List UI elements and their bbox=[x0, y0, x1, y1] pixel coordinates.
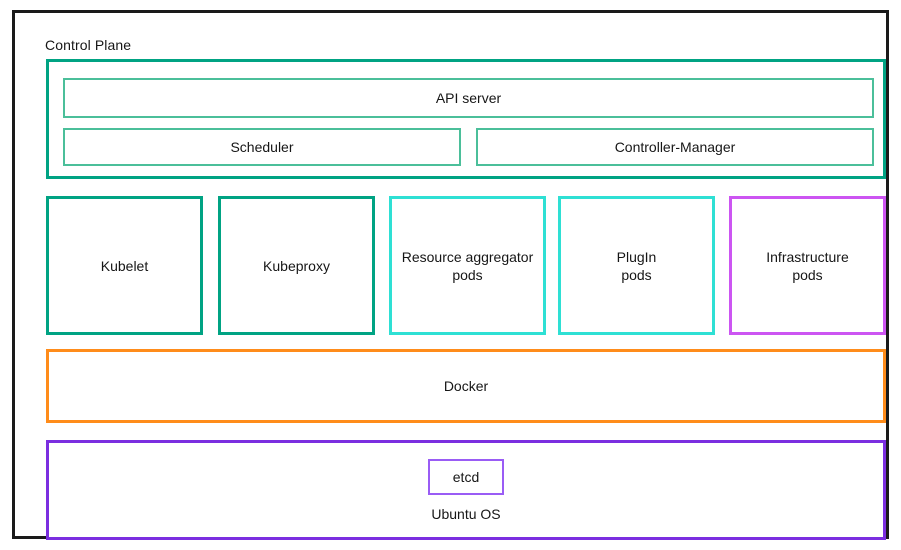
plugin-pods-label-line1: PlugIn bbox=[616, 248, 657, 265]
plugin-pods-label-line2: pods bbox=[621, 266, 652, 283]
infrastructure-pods-label-line2: pods bbox=[792, 266, 823, 283]
resource-aggregator-pods-label-line1: Resource aggregator bbox=[401, 248, 534, 265]
kubeproxy-label: Kubeproxy bbox=[263, 257, 330, 274]
resource-aggregator-pods-label: Resource aggregator pods bbox=[402, 248, 534, 284]
docker-label: Docker bbox=[443, 377, 489, 394]
api-server-label: API server bbox=[435, 89, 502, 106]
component-row: Kubelet Kubeproxy Resource aggregator po… bbox=[46, 196, 886, 335]
docker-layer[interactable]: Docker bbox=[46, 349, 886, 423]
scheduler-label: Scheduler bbox=[230, 138, 294, 155]
infrastructure-pods-label-line1: Infrastructure bbox=[766, 248, 849, 265]
control-plane-group: API server Scheduler Controller-Manager bbox=[46, 59, 886, 179]
api-server-box[interactable]: API server bbox=[63, 78, 874, 118]
scheduler-box[interactable]: Scheduler bbox=[63, 128, 461, 166]
component-box-kubelet[interactable]: Kubelet bbox=[46, 196, 203, 335]
component-box-kubeproxy[interactable]: Kubeproxy bbox=[218, 196, 375, 335]
node-frame: Control Plane API server Scheduler Contr… bbox=[12, 10, 889, 540]
resource-aggregator-pods-label-line2: pods bbox=[452, 266, 483, 283]
kubelet-label: Kubelet bbox=[100, 257, 149, 274]
page-title: Control Plane bbox=[45, 37, 132, 53]
etcd-label: etcd bbox=[452, 468, 480, 485]
controller-manager-label: Controller-Manager bbox=[614, 138, 736, 155]
etcd-box[interactable]: etcd bbox=[428, 459, 504, 495]
component-box-infrastructure-pods[interactable]: Infrastructure pods bbox=[729, 196, 886, 335]
os-layer[interactable]: etcd Ubuntu OS bbox=[46, 440, 886, 540]
plugin-pods-label: PlugIn pods bbox=[617, 248, 657, 284]
ubuntu-os-label: Ubuntu OS bbox=[431, 506, 501, 522]
controller-manager-box[interactable]: Controller-Manager bbox=[476, 128, 874, 166]
component-box-plugin-pods[interactable]: PlugIn pods bbox=[558, 196, 715, 335]
infrastructure-pods-label: Infrastructure pods bbox=[766, 248, 848, 284]
component-box-resource-aggregator-pods[interactable]: Resource aggregator pods bbox=[389, 196, 546, 335]
